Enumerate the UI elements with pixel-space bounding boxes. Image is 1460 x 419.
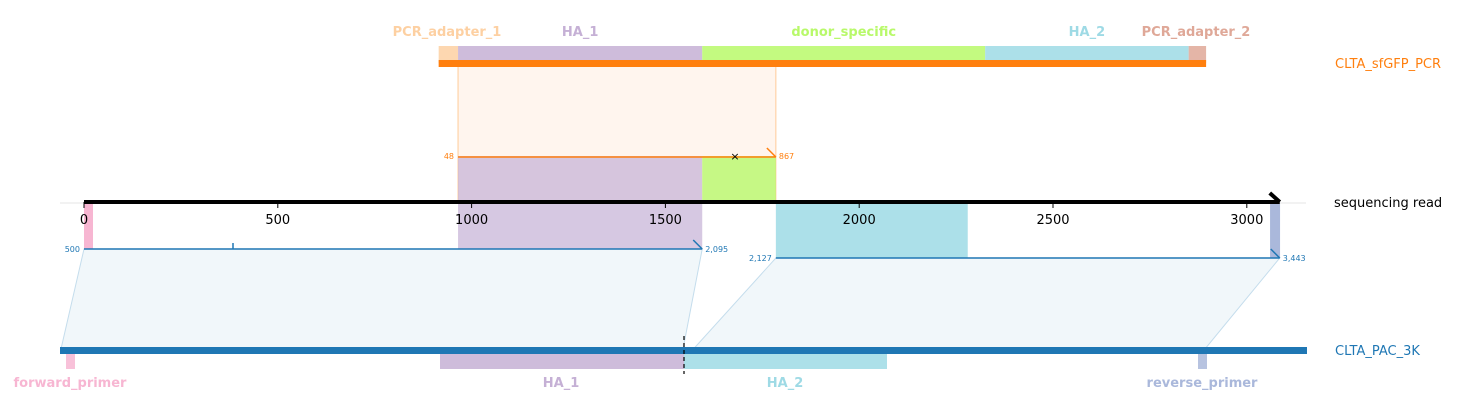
read-arrowhead (1268, 191, 1282, 204)
read-tick-label-1000: 1000 (455, 213, 488, 228)
bottom-alignment-start-label-2: 2,127 (749, 254, 772, 263)
bottom-projected-reverse-primer (1270, 202, 1281, 258)
bottom-feature-reverse-primer (1198, 354, 1207, 369)
top-feature-label-pcr-adapter-2: PCR_adapter_2 (1142, 25, 1251, 40)
bottom-reference-label: CLTA_PAC_3K (1335, 344, 1420, 359)
top-feature-donor-specific (702, 46, 986, 63)
bottom-feature-label-forward-primer: forward_primer (14, 376, 128, 391)
bottom-alignment-end-label-1: 2,095 (705, 245, 728, 254)
bottom-alignment-arrowhead-1 (692, 239, 703, 250)
read-tick-label-1500: 1500 (649, 213, 682, 228)
top-reference-bar (438, 60, 1207, 67)
bottom-alignment-arrowhead-2 (1270, 248, 1281, 259)
top-alignment-start-label: 48 (444, 152, 454, 161)
bottom-alignment-band-2 (691, 257, 1281, 351)
top-feature-ha-1 (458, 46, 703, 63)
top-feature-label-ha-2: HA_2 (1069, 25, 1106, 40)
bottom-alignment-end-label-2: 3,443 (1283, 254, 1306, 263)
top-alignment-arrowhead (766, 147, 777, 158)
top-projected-donor (702, 156, 776, 202)
bottom-alignment-start-label-1: 500 (65, 245, 80, 254)
bottom-feature-label-ha-1: HA_1 (543, 376, 580, 391)
bottom-projected-ha2 (775, 202, 968, 258)
top-alignment-end-label: 867 (779, 152, 794, 161)
read-tick-label-2000: 2000 (843, 213, 876, 228)
top-feature-label-pcr-adapter-1: PCR_adapter_1 (393, 25, 502, 40)
bottom-alignment-band-1 (60, 248, 703, 351)
read-label: sequencing read (1334, 196, 1442, 211)
top-feature-label-donor-specific: donor_specific (791, 25, 896, 40)
read-tick-label-0: 0 (80, 213, 88, 228)
top-alignment-mismatch-marker: × (730, 150, 739, 163)
bottom-projected-ha1 (458, 202, 703, 249)
bottom-feature-ha-1 (440, 354, 684, 369)
read-tick-label-500: 500 (265, 213, 290, 228)
top-reference-label: CLTA_sfGFP_PCR (1335, 57, 1441, 72)
read-tick-label-3000: 3000 (1230, 213, 1263, 228)
top-feature-pcr-adapter-1 (438, 46, 459, 63)
read-tick-label-2500: 2500 (1036, 213, 1069, 228)
top-feature-label-ha-1: HA_1 (562, 25, 599, 40)
bottom-feature-label-reverse-primer: reverse_primer (1147, 376, 1259, 391)
bottom-feature-forward-primer (66, 354, 75, 369)
bottom-feature-label-ha-2: HA_2 (767, 376, 804, 391)
top-projected-ha1 (458, 156, 703, 202)
top-feature-ha-2 (985, 46, 1189, 63)
top-feature-pcr-adapter-2 (1188, 46, 1207, 63)
bottom-feature-ha-2 (684, 354, 887, 369)
bottom-projected-forward-primer (84, 202, 93, 249)
